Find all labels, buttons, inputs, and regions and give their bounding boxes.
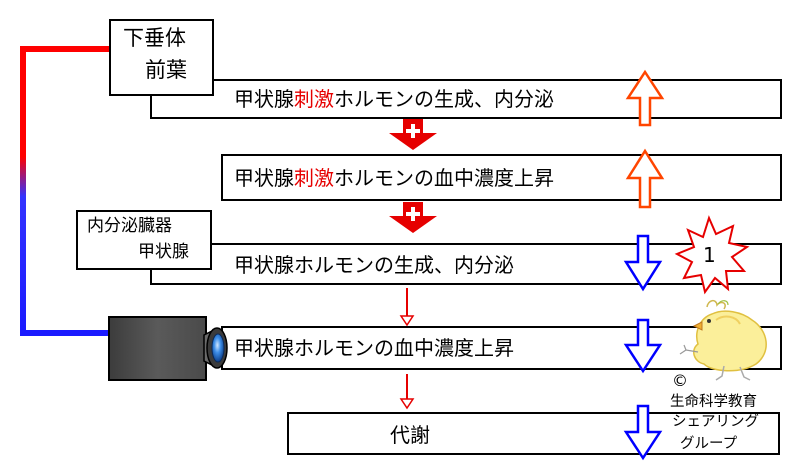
copyright-symbol: ©	[672, 371, 688, 390]
increase-arrow-2	[625, 148, 665, 209]
row1-text-a: 甲状腺	[234, 87, 294, 111]
thin-arrow-2	[399, 374, 415, 410]
pituitary-box	[109, 19, 214, 96]
chick-illustration	[679, 299, 767, 381]
decrease-arrow-3	[623, 404, 663, 461]
row3-text: 甲状腺ホルモンの生成、内分泌	[234, 253, 514, 277]
box-row5	[287, 412, 780, 455]
endocrine-label-line2: 甲状腺	[138, 242, 189, 262]
thin-arrow-1	[399, 288, 415, 327]
row1-text-c: ホルモンの生成、内分泌	[334, 87, 554, 111]
row4-text: 甲状腺ホルモンの血中濃度上昇	[234, 336, 514, 360]
box-row4	[221, 326, 782, 370]
stimulate-arrow-2	[389, 202, 437, 233]
stimulate-arrow-1	[389, 119, 437, 150]
starburst-badge	[674, 215, 750, 295]
decrease-arrow-2	[623, 318, 663, 374]
credit-line3: グループ	[680, 436, 738, 452]
box-row1	[150, 79, 782, 119]
camera-icon	[108, 316, 228, 381]
starburst-number: 1	[703, 243, 716, 267]
box-row2	[221, 154, 782, 201]
row1-text-stimulate: 刺激	[294, 87, 334, 111]
feedback-loop-line	[20, 46, 112, 336]
pituitary-label-line2: 前葉	[145, 58, 187, 82]
endocrine-label-line1: 内分泌臓器	[87, 216, 172, 236]
row5-text: 代謝	[390, 423, 430, 447]
decrease-arrow-1	[623, 234, 663, 292]
increase-arrow-1	[625, 69, 665, 127]
credit-line2: シェアリング	[672, 414, 759, 430]
credit-line1: 生命科学教育	[670, 394, 757, 410]
pituitary-label-line1: 下垂体	[123, 26, 186, 50]
box-row3	[150, 243, 782, 285]
endocrine-box	[76, 210, 212, 270]
row2-text-stimulate: 刺激	[294, 166, 334, 190]
row2-text: 甲状腺刺激ホルモンの血中濃度上昇	[234, 167, 554, 189]
row1-text: 甲状腺刺激ホルモンの生成、内分泌	[234, 88, 554, 110]
row2-text-c: ホルモンの血中濃度上昇	[334, 166, 554, 190]
row2-text-a: 甲状腺	[234, 166, 294, 190]
